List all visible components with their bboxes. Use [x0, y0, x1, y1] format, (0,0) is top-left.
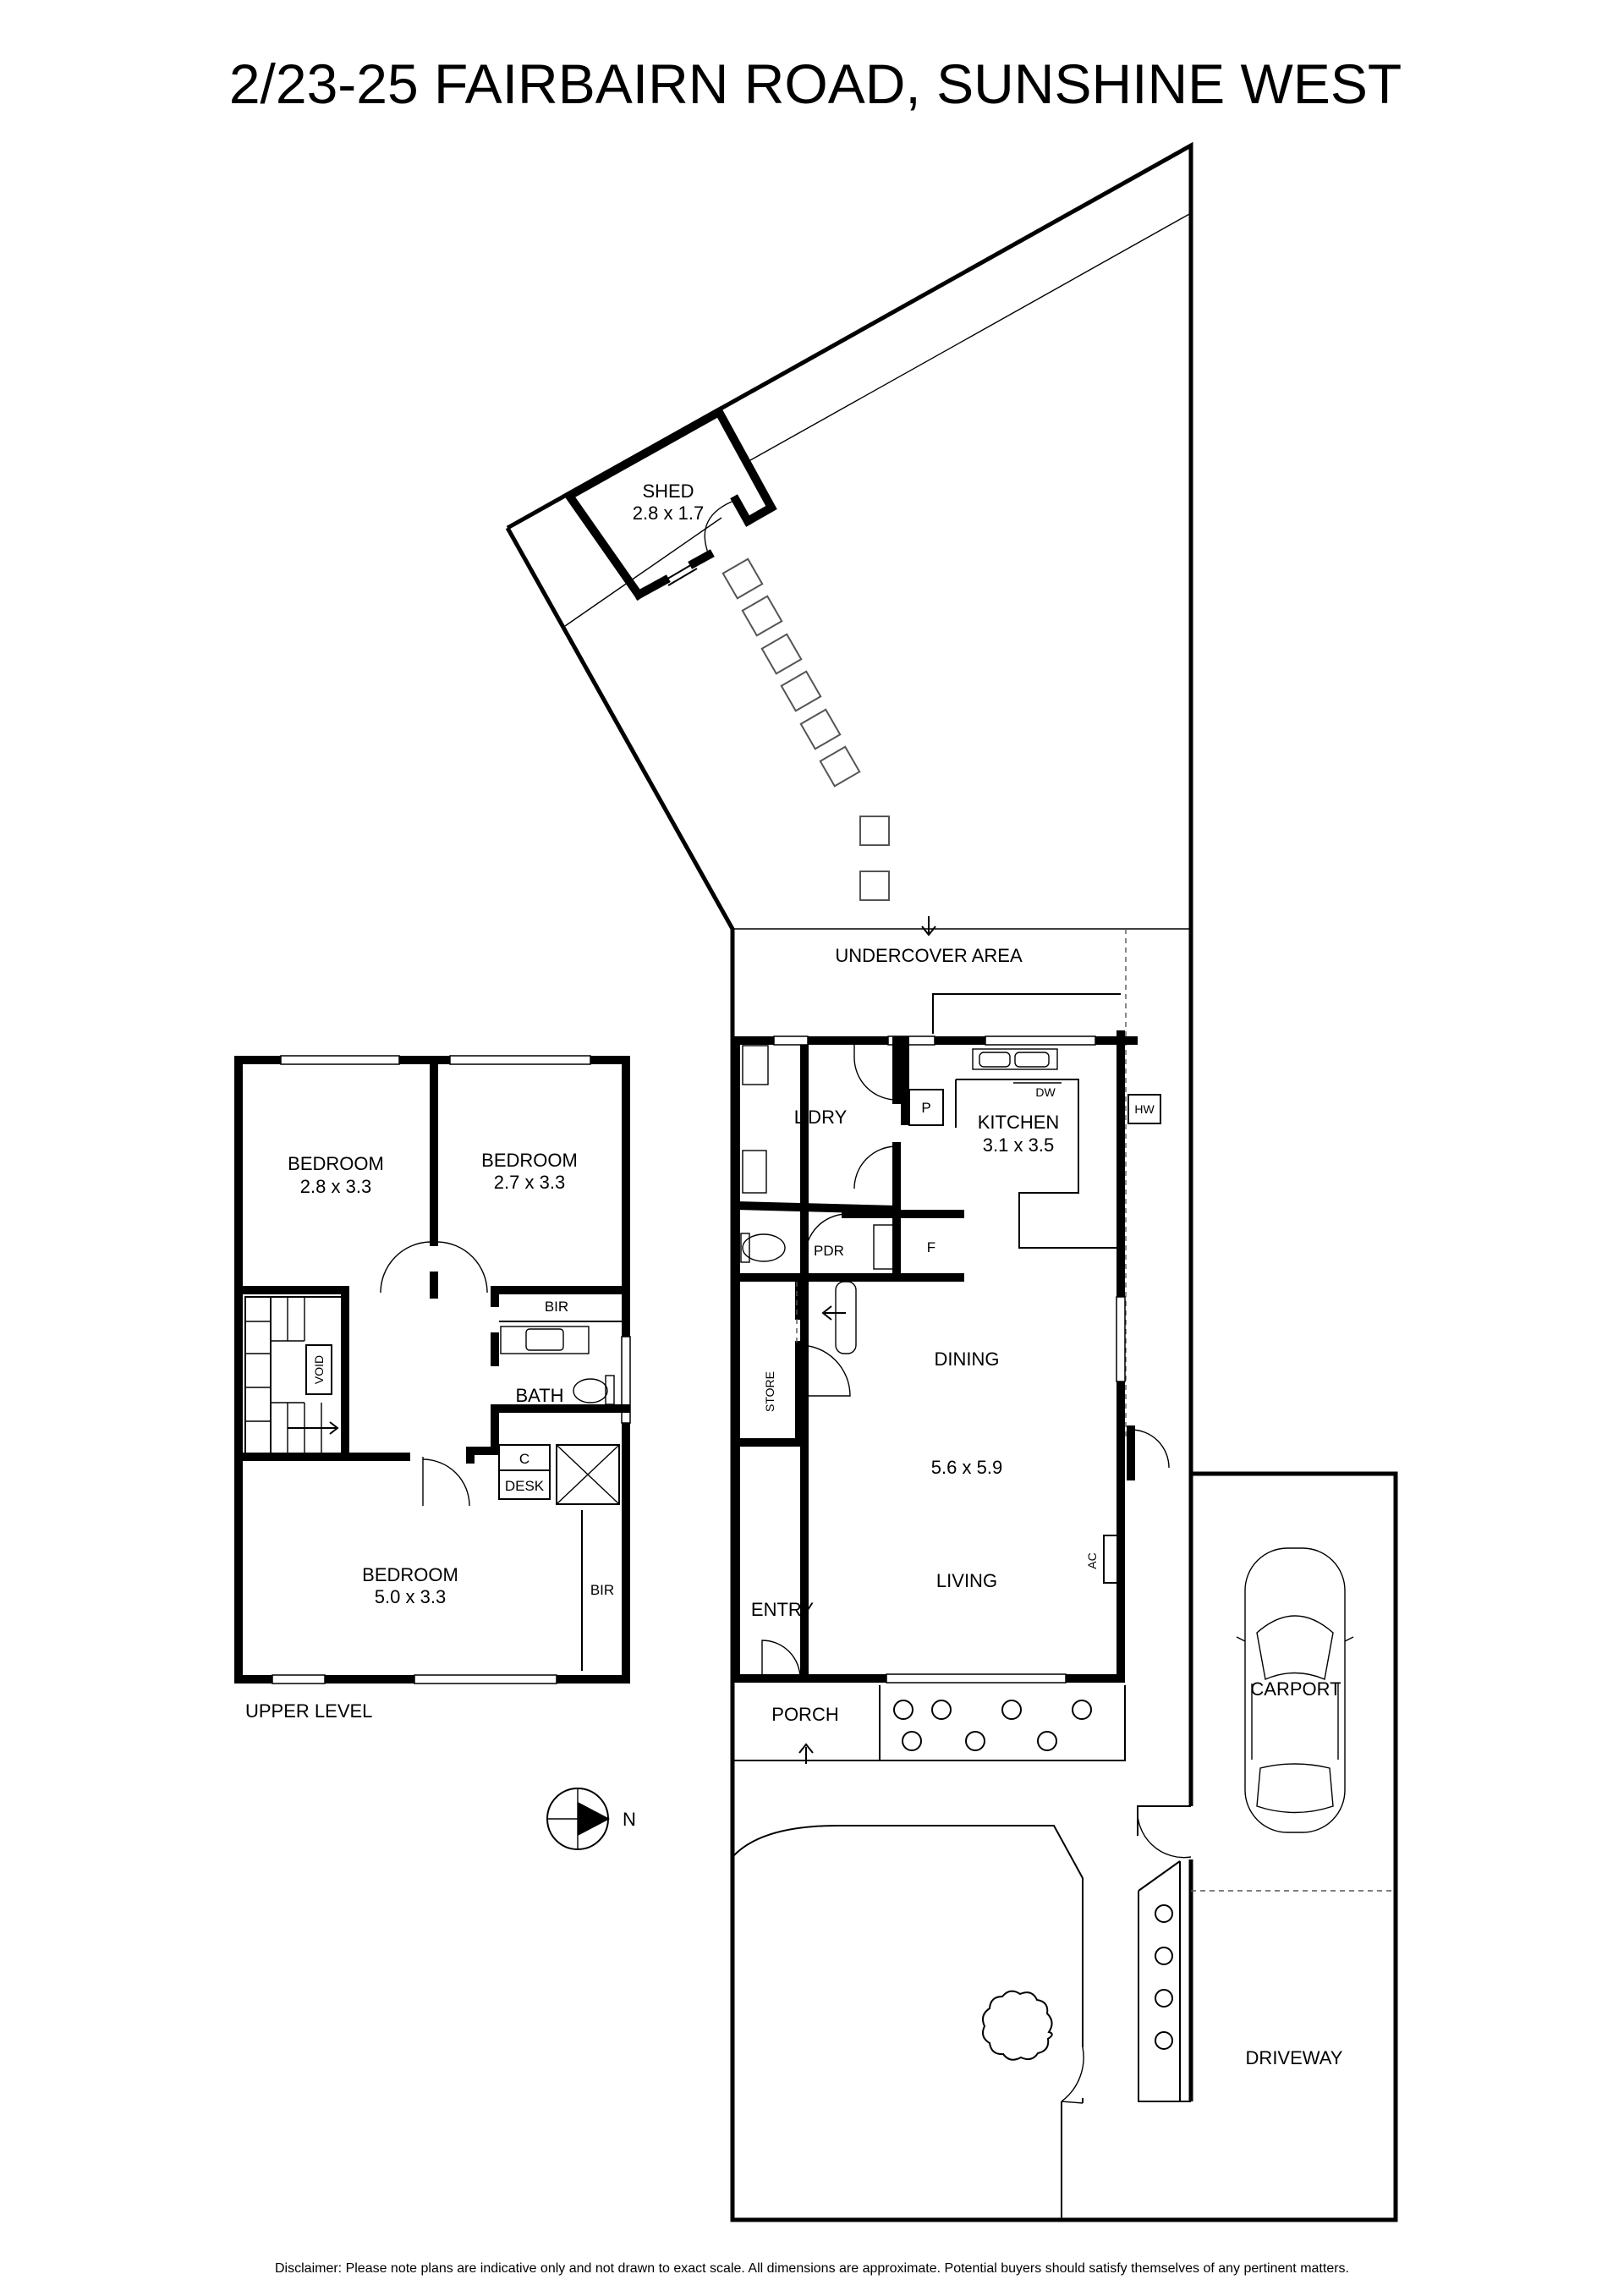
north-arrow-icon [578, 1802, 610, 1836]
laundry-label: L'DRY [794, 1107, 848, 1128]
porch: PORCH [732, 1685, 1126, 1764]
entry-label: ENTRY [751, 1599, 814, 1620]
bedroom1-label: BEDROOM [288, 1153, 384, 1174]
front-yard [732, 1825, 1191, 2220]
bedroom3-dims: 5.0 x 3.3 [375, 1586, 446, 1607]
stepping-stones [721, 558, 890, 901]
bedroom2-label: BEDROOM [481, 1150, 578, 1171]
bedroom1-dims: 2.8 x 3.3 [300, 1176, 371, 1197]
cupboard-label: C [519, 1451, 529, 1467]
disclaimer: Disclaimer: Please note plans are indica… [275, 2261, 1349, 2276]
undercover-label: UNDERCOVER AREA [835, 945, 1023, 966]
bedroom3-label: BEDROOM [362, 1564, 458, 1585]
compass: N [546, 1788, 636, 1850]
living-label: LIVING [936, 1570, 997, 1591]
kitchen-label: KITCHEN [978, 1112, 1060, 1133]
bir-top-label: BIR [545, 1299, 568, 1315]
dining-label: DINING [935, 1348, 1000, 1370]
ground-floor: L'DRY P DW KITCHEN 3.1 x 3.5 HW PDR F [731, 993, 1170, 1684]
carport: CARPORT DRIVEWAY [1137, 1474, 1396, 2101]
bedroom2-dims: 2.7 x 3.3 [494, 1172, 565, 1193]
dishwasher-label: DW [1035, 1085, 1056, 1099]
carport-label: CARPORT [1250, 1678, 1341, 1700]
desk-label: DESK [505, 1478, 545, 1494]
undercover-area: UNDERCOVER AREA [835, 916, 1023, 966]
ac-label: AC [1085, 1552, 1099, 1568]
fridge-label: F [927, 1239, 935, 1255]
bir-side-label: BIR [590, 1582, 614, 1598]
tree-icon [982, 1990, 1053, 2061]
compass-north-label: N [623, 1809, 636, 1830]
shed-label: SHED [642, 481, 694, 502]
driveway-label: DRIVEWAY [1246, 2047, 1343, 2068]
living-dims: 5.6 x 5.9 [931, 1457, 1002, 1478]
upper-level-label: UPPER LEVEL [245, 1700, 372, 1722]
car-icon [1236, 1547, 1354, 1833]
shed: SHED 2.8 x 1.7 [562, 406, 777, 601]
upper-level: BIR BATH C DESK BIR [234, 1055, 631, 1722]
powder-label: PDR [814, 1243, 844, 1259]
store-label: STORE [763, 1371, 776, 1412]
pantry-label: P [921, 1100, 930, 1116]
void-label: VOID [312, 1355, 326, 1384]
rear-yard [564, 212, 1192, 1438]
bath-label: BATH [515, 1385, 563, 1406]
porch-label: PORCH [771, 1704, 838, 1725]
page-title: 2/23-25 FAIRBAIRN ROAD, SUNSHINE WEST [229, 52, 1402, 115]
hot-water-label: HW [1134, 1102, 1155, 1116]
shed-dims: 2.8 x 1.7 [633, 503, 704, 524]
kitchen-dims: 3.1 x 3.5 [983, 1134, 1054, 1156]
